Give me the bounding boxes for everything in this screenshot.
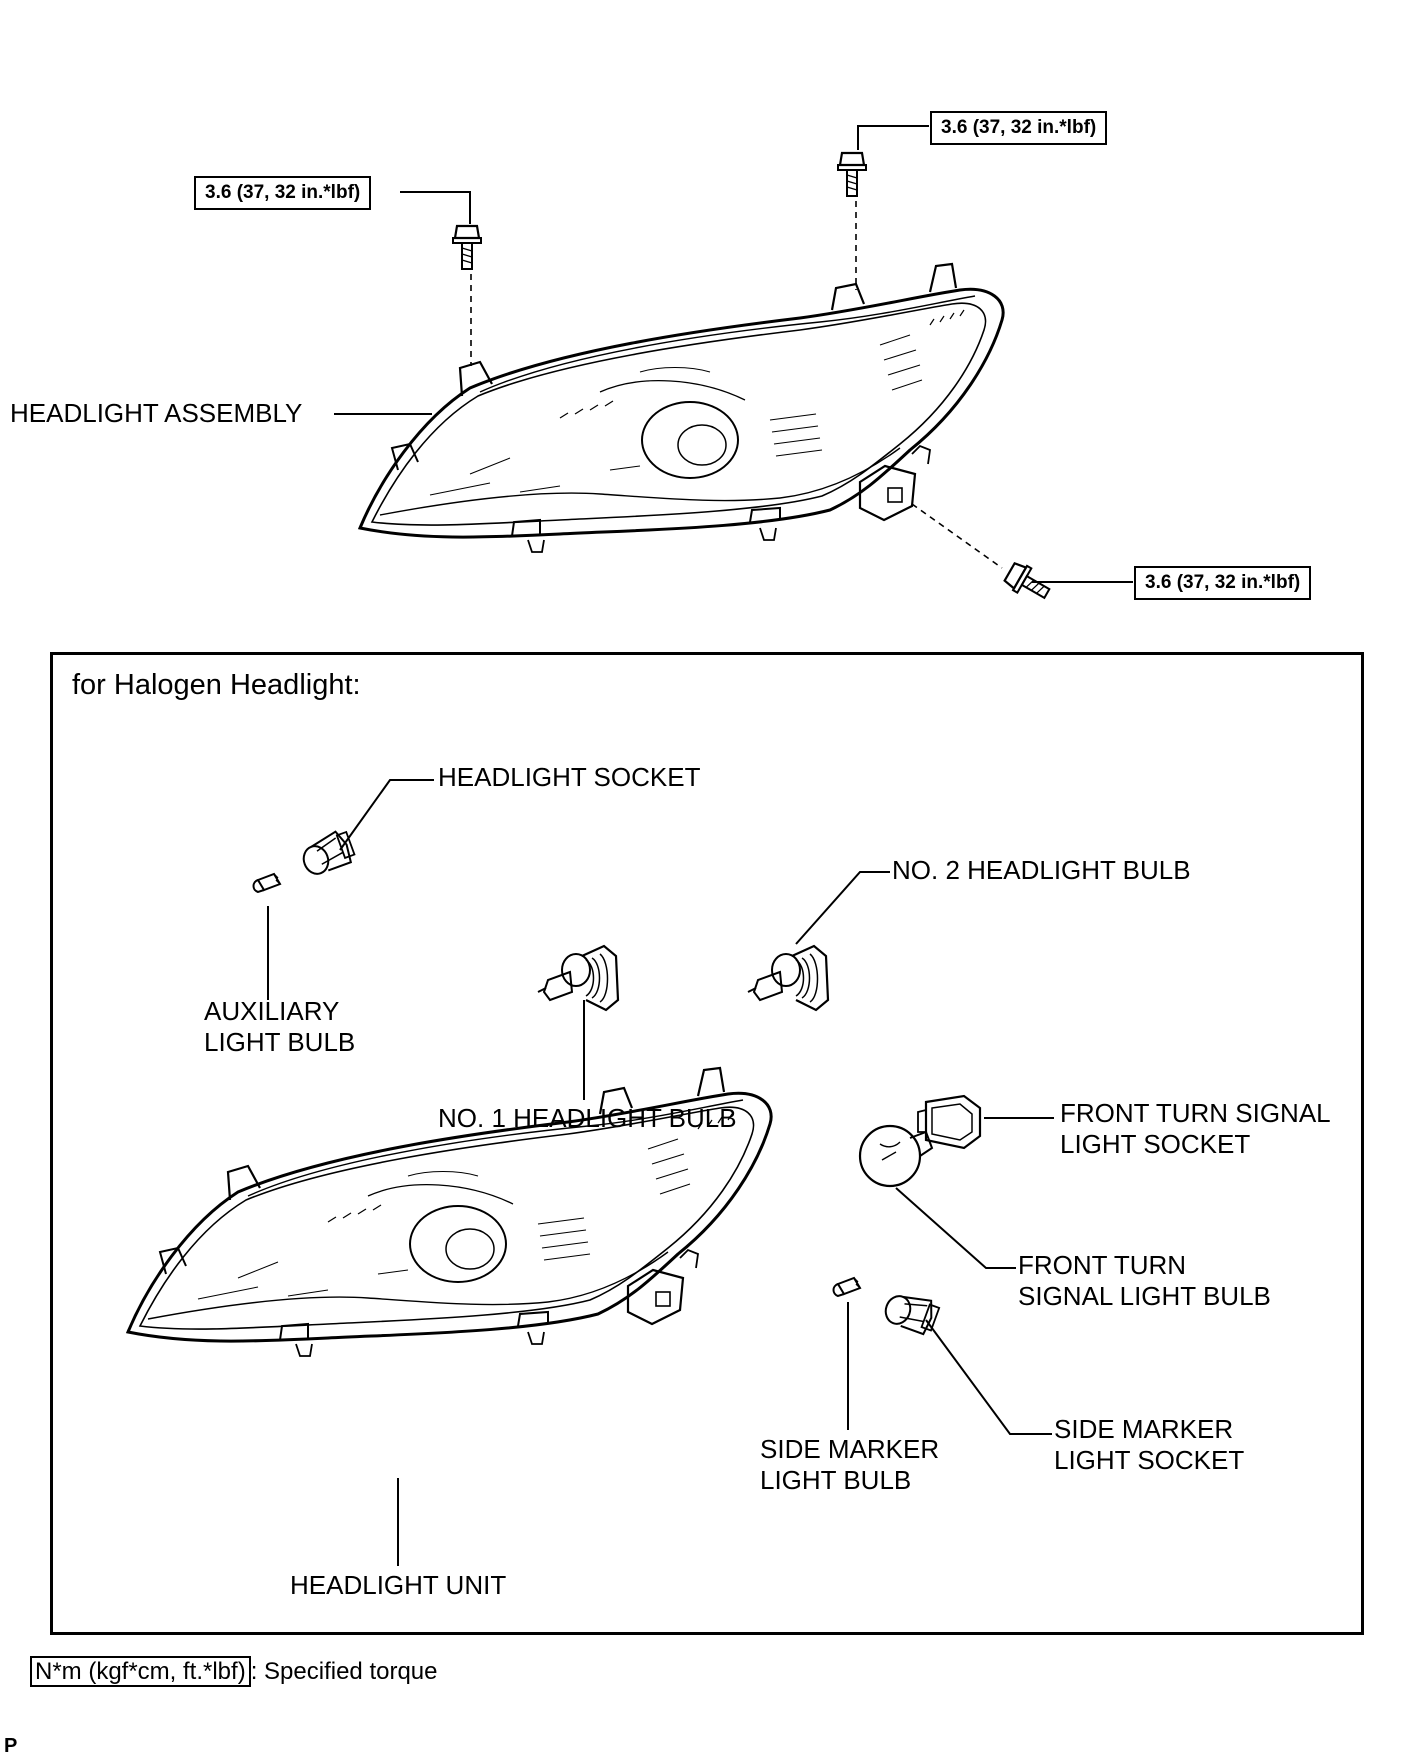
headlight-assembly-drawing xyxy=(358,262,1005,554)
halogen-headlight-panel xyxy=(50,652,1364,1635)
torque-legend: N*m (kgf*cm, ft.*lbf): Specified torque xyxy=(30,1656,438,1688)
headlight-unit-label: HEADLIGHT UNIT xyxy=(290,1570,507,1600)
headlight-assembly-label: HEADLIGHT ASSEMBLY xyxy=(10,398,303,428)
bolt-top-right xyxy=(836,151,868,198)
side-marker-bulb-label-line1: SIDE MARKER xyxy=(760,1434,940,1464)
legend-unit-box: N*m (kgf*cm, ft.*lbf) xyxy=(30,1656,251,1687)
turn-bulb-label-line1: FRONT TURN xyxy=(1018,1250,1187,1280)
turn-bulb-label-line2: SIGNAL LIGHT BULB xyxy=(1018,1281,1271,1311)
torque-label-top-right: 3.6 (37, 32 in.*lbf) xyxy=(930,111,1108,145)
turn-socket-label-line2: LIGHT SOCKET xyxy=(1060,1129,1251,1159)
side-marker-socket-label-line2: LIGHT SOCKET xyxy=(1054,1445,1245,1475)
side-marker-socket-label: SIDE MARKER LIGHT SOCKET xyxy=(1054,1414,1244,1476)
headlight-socket-label: HEADLIGHT SOCKET xyxy=(438,762,701,792)
turn-socket-label: FRONT TURN SIGNAL LIGHT SOCKET xyxy=(1060,1098,1331,1160)
panel-title: for Halogen Headlight: xyxy=(72,669,361,701)
turn-socket-label-line1: FRONT TURN SIGNAL xyxy=(1060,1098,1331,1128)
auxiliary-bulb-label-line2: LIGHT BULB xyxy=(204,1027,356,1057)
torque-label-lower-right: 3.6 (37, 32 in.*lbf) xyxy=(1134,566,1312,600)
turn-signal-bulb-drawing xyxy=(858,1124,934,1188)
bolt-left xyxy=(451,224,483,271)
no2-bulb-label: NO. 2 HEADLIGHT BULB xyxy=(892,855,1191,885)
corner-mark: P xyxy=(4,1735,18,1757)
auxiliary-bulb-label-line1: AUXILIARY xyxy=(204,996,340,1026)
side-marker-bulb-label: SIDE MARKER LIGHT BULB xyxy=(760,1434,939,1496)
auxiliary-bulb-label: AUXILIARY LIGHT BULB xyxy=(204,996,355,1058)
legend-description: : Specified torque xyxy=(250,1658,438,1685)
no1-bulb-label: NO. 1 HEADLIGHT BULB xyxy=(438,1103,737,1133)
side-marker-bulb-label-line2: LIGHT BULB xyxy=(760,1465,912,1495)
turn-bulb-label: FRONT TURN SIGNAL LIGHT BULB xyxy=(1018,1250,1271,1312)
side-marker-socket-label-line1: SIDE MARKER xyxy=(1054,1414,1234,1444)
torque-label-left: 3.6 (37, 32 in.*lbf) xyxy=(194,176,372,210)
